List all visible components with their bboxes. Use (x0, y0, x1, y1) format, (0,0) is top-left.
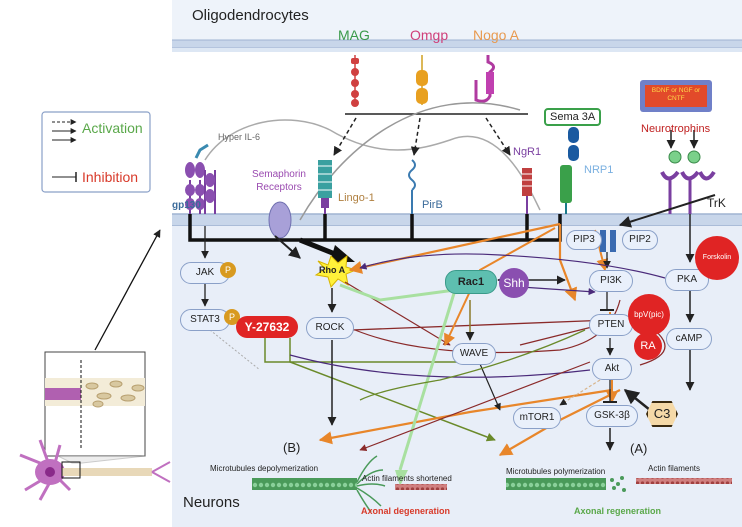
ngr1-label: NgR1 (513, 146, 542, 158)
rhoa-label: Rho A (319, 265, 346, 275)
gp130-receptor-icon (185, 143, 216, 214)
nogo-icon (474, 55, 495, 103)
neurons-title: Neurons (183, 494, 240, 511)
ra-node: RA (634, 332, 662, 360)
wave-node: WAVE (452, 343, 496, 365)
mt-poly-label: Microtubules polymerization (506, 467, 606, 476)
gp130-label: gp130 (172, 200, 201, 211)
pip2-node: PIP2 (622, 230, 658, 250)
trk-label: TrK (707, 196, 726, 210)
rhoa-star-icon (314, 254, 358, 289)
pirb-receptor-icon (408, 159, 416, 214)
pka-node: PKA (665, 269, 709, 291)
label-a: (A) (630, 441, 648, 456)
neuron-cell-icon (19, 439, 171, 501)
mt-depoly-label: Microtubules depolymerization (210, 464, 319, 473)
mt-poly-bar (506, 478, 606, 490)
c3-node: C3 (646, 401, 678, 427)
lingo1-label: Lingo-1 (338, 192, 375, 204)
semaphorin-receptor-icon (268, 201, 292, 239)
actin-label: Actin filaments (648, 464, 701, 473)
y27632-node: Y-27632 (236, 316, 298, 338)
forskolin-node: Forskolin (695, 236, 739, 280)
rac1-node: Rac1 (445, 270, 497, 294)
legend-inhibition-label: Inhibition (82, 169, 139, 185)
neuron-membrane (172, 214, 742, 226)
stat3-phospho-icon: P (224, 309, 240, 325)
stat3-node: STAT3 (180, 309, 230, 331)
ngr1-receptor-icon (522, 168, 532, 214)
actin-short-bar (395, 484, 447, 490)
pirb-label: PirB (422, 199, 443, 211)
pip3-node: PIP3 (566, 230, 602, 250)
actin-bar (636, 478, 732, 484)
mag-icon (351, 55, 359, 107)
oligo-membrane (172, 40, 742, 48)
legend-box (41, 111, 151, 193)
label-b: (B) (283, 440, 301, 455)
semaphorin-label: Semaphorin Receptors (252, 169, 306, 193)
omgp-icon (416, 55, 428, 105)
mag-label: MAG (338, 27, 370, 43)
shh-node: Shh (499, 268, 529, 298)
pten-node: PTEN (589, 314, 633, 336)
omgp-label: Omgp (410, 27, 449, 43)
bpv-node: bpV(pic) (628, 294, 670, 336)
actin-short-label: Actin filaments shortened (362, 474, 452, 483)
pi3k-node: PI3K (589, 270, 633, 292)
oligodendrocyte-region (172, 0, 742, 42)
nrp1-receptor-icon (560, 127, 579, 214)
lingo1-receptor-icon (318, 160, 332, 214)
hyper-il6-label: Hyper IL-6 (218, 132, 261, 142)
oligodendrocytes-title: Oligodendrocytes (192, 7, 309, 24)
rock-node: ROCK (306, 317, 354, 339)
mt-depoly-bar (252, 478, 357, 490)
sema3a-label: Sema 3A (544, 108, 602, 126)
mt-spray-icon (356, 455, 386, 513)
nogo-label: Nogo A (473, 27, 519, 43)
camp-node: cAMP (666, 328, 712, 350)
akt-node: Akt (592, 358, 632, 380)
gsk3b-node: GSK-3β (586, 405, 638, 427)
neurotrophin-box-label: BDNF or NGF or CNTF (651, 87, 701, 102)
nrp1-label: NRP1 (584, 164, 614, 176)
degeneration-label: Axonal degeneration (361, 506, 451, 516)
regeneration-label: Axonal regeneration (574, 506, 662, 516)
jak-phospho-icon: P (220, 262, 236, 278)
neurotrophins-label: Neurotrophins (641, 123, 711, 135)
legend-activation-label: Activation (82, 120, 143, 136)
mtor1-node: mTOR1 (513, 407, 561, 429)
trk-receptor-icon (660, 150, 716, 214)
